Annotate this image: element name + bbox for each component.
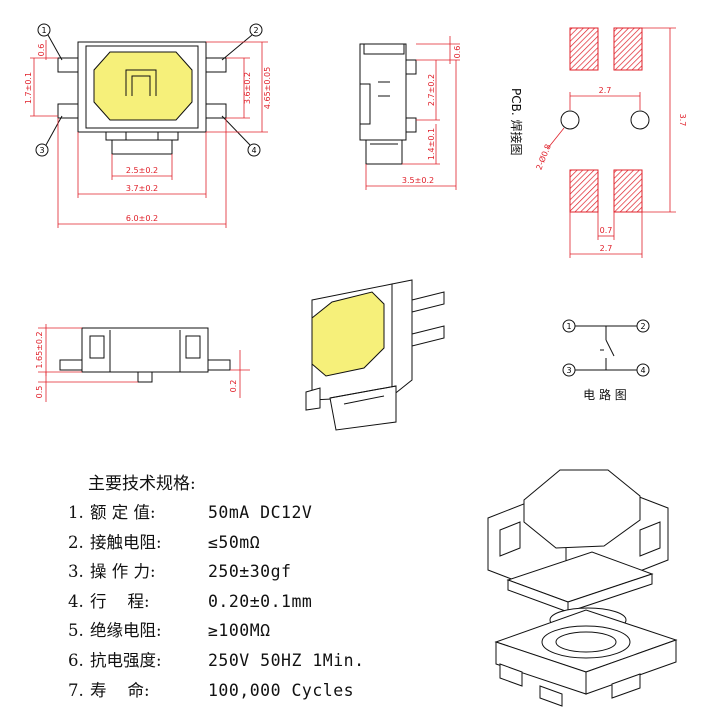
exploded-view — [487, 469, 678, 707]
specs-title: 主要技术规格: — [88, 474, 196, 494]
actuator-top — [93, 51, 193, 121]
dim-tc-0-6: 0.6 — [453, 46, 462, 59]
spec-label: 额 定 值: — [90, 503, 156, 522]
spec-value: 100,000 Cycles — [208, 680, 355, 700]
spec-label: 行 程: — [90, 591, 150, 611]
spec-index: 2. — [68, 532, 84, 552]
top-view-pins: 1 2 3 4 — [35, 23, 263, 157]
spec-row: 6. 抗电强度: 250V 50HZ 1Min. — [68, 646, 448, 676]
spec-label: 操 作 力: — [90, 562, 156, 582]
spec-label: 接触电阻: — [90, 532, 162, 552]
dim-pcb-hole: 2-Ø0.8 — [534, 142, 553, 171]
spec-value: 250±30gf — [208, 562, 292, 582]
spec-value: ≥100MΩ — [208, 621, 271, 641]
pcb-label: PCB. 焊接图 — [509, 88, 524, 155]
spec-row: 2. 接触电阻: ≤50mΩ — [68, 528, 448, 558]
dim-tc-b: 3.5±0.2 — [402, 176, 434, 185]
dim-tc-1-4: 1.4±0.1 — [427, 128, 436, 160]
side-view-dimensions — [365, 36, 460, 190]
spec-value: 0.20±0.1mm — [208, 591, 313, 611]
pcb-layout — [547, 27, 676, 258]
dim-ml-0-5: 0.5 — [35, 386, 44, 399]
pcb-pad-4 — [613, 169, 643, 213]
dim-tc-2-7: 2.7±0.2 — [427, 74, 436, 106]
circuit-pin-4: 4 — [640, 366, 645, 375]
circuit-pin-2: 2 — [640, 322, 645, 331]
spec-index: 5. — [68, 621, 84, 641]
spec-index: 7. — [68, 680, 84, 700]
circuit-pin-1: 1 — [566, 322, 571, 331]
circuit-pin-3: 3 — [566, 366, 571, 375]
spec-index: 3. — [68, 562, 84, 582]
spec-label: 绝缘电阻: — [90, 621, 162, 641]
isometric-view — [305, 279, 445, 431]
dim-ml-1-65: 1.65±0.2 — [35, 331, 44, 368]
pin-4-label: 4 — [251, 146, 256, 155]
spec-label: 抗电强度: — [90, 650, 162, 670]
dim-pcb-side: 3.7 — [678, 114, 687, 127]
pcb-hole-left — [560, 110, 580, 130]
spec-row: 3. 操 作 力: 250±30gf — [68, 557, 448, 587]
spec-value: ≤50mΩ — [208, 532, 261, 552]
spec-label: 寿 命: — [90, 680, 150, 700]
dim-tl-1-7: 1.7±0.1 — [24, 72, 33, 104]
dim-tl-b1: 2.5±0.2 — [126, 166, 158, 175]
dim-pcb-2-7: 2.7 — [599, 86, 612, 95]
spec-row: 7. 寿 命: 100,000 Cycles — [68, 676, 448, 706]
spec-row: 5. 绝缘电阻: ≥100MΩ — [68, 616, 448, 646]
spec-row: 4. 行 程: 0.20±0.1mm — [68, 587, 448, 617]
spec-index: 1. — [68, 503, 84, 522]
dim-tl-3-6: 3.6±0.2 — [243, 72, 252, 104]
pcb-pad-1 — [569, 27, 599, 71]
side-view — [359, 43, 417, 165]
pcb-pad-2 — [613, 27, 643, 71]
actuator-iso — [311, 291, 385, 377]
dim-pcb-2-7b: 2.7 — [600, 244, 613, 253]
dim-ml-0-2: 0.2 — [229, 380, 238, 393]
spec-index: 4. — [68, 591, 84, 611]
top-view-dimensions — [30, 40, 268, 228]
dim-tl-b2: 3.7±0.2 — [126, 184, 158, 193]
dim-tl-4-65: 4.65±0.05 — [263, 67, 272, 109]
spec-index: 6. — [68, 650, 84, 670]
circuit-label: 电 路 图 — [583, 387, 627, 402]
spec-row: 1. 额 定 值: 50mA DC12V — [68, 498, 448, 528]
dim-tl-b3: 6.0±0.2 — [126, 214, 158, 223]
front-view — [59, 327, 231, 383]
pcb-pad-3 — [569, 169, 599, 213]
circuit-diagram — [562, 319, 650, 377]
pin-1-label: 1 — [41, 26, 46, 35]
pcb-hole-right — [630, 110, 650, 130]
top-view — [57, 41, 227, 155]
dim-tl-0-6: 0.6 — [37, 44, 46, 57]
spec-value: 250V 50HZ 1Min. — [208, 650, 365, 670]
front-view-dimensions — [38, 324, 250, 402]
actuator-exploded — [523, 469, 641, 549]
specs-panel: 主要技术规格: 1. 额 定 值: 50mA DC12V 2. 接触电阻: ≤5… — [68, 470, 448, 705]
spec-value: 50mA DC12V — [208, 503, 313, 522]
dim-pcb-0-7: 0.7 — [600, 226, 613, 235]
pin-2-label: 2 — [253, 26, 258, 35]
pin-3-label: 3 — [39, 146, 44, 155]
